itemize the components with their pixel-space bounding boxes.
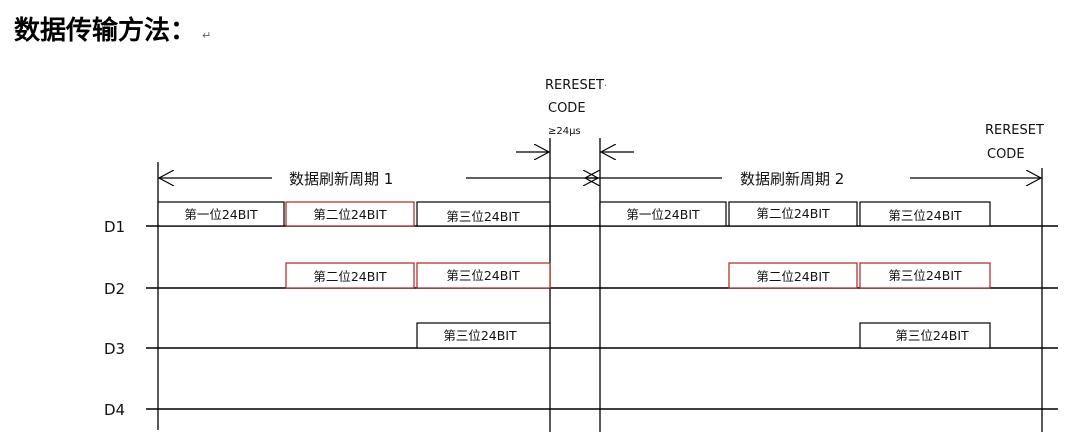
d3-c1-box-third xyxy=(416,322,551,349)
d2-c2-box-third xyxy=(859,262,991,289)
line-label-d1: D1 xyxy=(104,218,125,236)
d1-c1-box-third xyxy=(416,201,551,227)
d3-c1-box-third-label: 第三位24BIT xyxy=(443,328,517,343)
cycle2-label: 数据刷新周期 2 xyxy=(740,170,844,188)
d1-c2-box-third-label: 第三位24BIT xyxy=(888,208,962,223)
d1-c2-box-third xyxy=(859,201,991,227)
d1-c2-box-first xyxy=(599,201,727,227)
reset-right-line1: RERESET xyxy=(985,123,1044,138)
reset-top-duration: ≥24μs xyxy=(548,126,581,137)
page-title: 数据传输方法： ↵ xyxy=(14,10,211,47)
d1-c2-box-first-label: 第一位24BIT xyxy=(626,207,700,222)
reset-top-line1: RERESET· xyxy=(545,78,607,93)
d2-c2-box-second-label: 第二位24BIT xyxy=(756,269,830,284)
d2-c2-box-third-label: 第三位24BIT xyxy=(888,268,962,283)
line-label-d3: D3 xyxy=(104,340,125,358)
d1-c1-box-second xyxy=(285,201,415,227)
d3-c2-box-third xyxy=(859,322,991,349)
d2-c1-box-second-label: 第二位24BIT xyxy=(313,269,387,284)
d1-c2-box-second xyxy=(728,201,858,227)
d2-c2-box-second xyxy=(728,262,858,289)
d1-c1-box-first xyxy=(157,201,285,227)
reset-top-line2: CODE xyxy=(548,101,586,116)
line-label-d2: D2 xyxy=(104,280,125,298)
line-label-d4: D4 xyxy=(104,401,125,419)
d2-c1-box-third xyxy=(416,262,551,289)
d3-c2-box-third-label: 第三位24BIT xyxy=(895,328,969,343)
d1-c1-box-second-label: 第二位24BIT xyxy=(313,207,387,222)
d2-c1-box-second xyxy=(285,262,415,289)
d2-c1-box-third-label: 第三位24BIT xyxy=(446,268,520,283)
d1-c2-box-second-label: 第二位24BIT xyxy=(756,206,830,221)
paragraph-mark: ↵ xyxy=(202,29,212,42)
cycle1-label: 数据刷新周期 1 xyxy=(289,170,393,188)
reset-right-line2: CODE xyxy=(987,147,1025,162)
d1-c1-box-third-label: 第三位24BIT xyxy=(446,209,520,224)
title-text: 数据传输方法： xyxy=(14,16,197,46)
d1-c1-box-first-label: 第一位24BIT xyxy=(184,207,258,222)
